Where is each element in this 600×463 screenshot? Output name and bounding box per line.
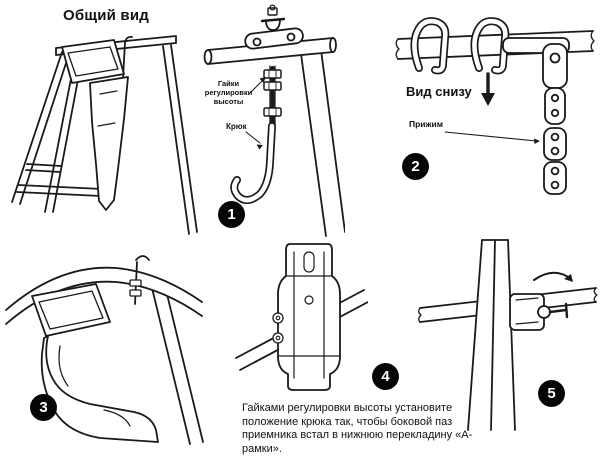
clamp-links <box>543 127 567 195</box>
slot-bracket-drawing <box>235 243 368 391</box>
receiver-device <box>31 283 159 443</box>
instruction-caption: Гайками регулировки высоты установите по… <box>242 402 473 455</box>
clamp-block <box>509 293 569 331</box>
l-bracket <box>502 37 570 125</box>
adjust-nuts <box>263 69 282 117</box>
hanger-rod <box>122 35 133 79</box>
pole-clamp-drawing <box>418 239 598 431</box>
page-title: Общий вид <box>63 7 149 24</box>
step-badge-5: 5 <box>538 380 565 407</box>
overview-drawing <box>11 35 198 235</box>
clamp-callout-arrow <box>444 131 540 144</box>
hook-callout-arrow <box>245 131 263 150</box>
label-hook: Крюк <box>226 122 247 131</box>
down-arrow <box>481 72 495 106</box>
bottom-view-drawing <box>395 17 595 195</box>
clamp-hook-right <box>470 17 510 75</box>
receiver-bracket <box>277 243 341 391</box>
step-badge-1: 1 <box>218 201 245 228</box>
label-bottom-view: Вид снизу <box>406 84 472 99</box>
nuts-callout-arrow <box>249 77 266 94</box>
mounted-receiver-drawing <box>5 255 204 445</box>
eye-bolt <box>260 4 286 31</box>
clamp-hook-left <box>410 17 450 75</box>
rotate-arrow <box>533 271 573 282</box>
hook-detail-drawing <box>203 4 345 237</box>
label-clamp: Прижим <box>409 119 444 129</box>
vertical-pole <box>467 239 516 431</box>
step-badge-3: 3 <box>30 394 57 421</box>
screw-bosses <box>272 312 284 344</box>
step-badge-4: 4 <box>372 363 399 390</box>
step-badge-2: 2 <box>402 153 429 180</box>
frame-leg <box>151 285 204 445</box>
j-hook <box>230 122 276 204</box>
receiver-device <box>61 39 129 211</box>
mount-plate <box>244 27 304 50</box>
frame-leg <box>300 49 345 237</box>
hanger-rod <box>129 255 150 305</box>
label-height-adjust-nuts: Гайки регулировки высоты <box>204 79 253 106</box>
